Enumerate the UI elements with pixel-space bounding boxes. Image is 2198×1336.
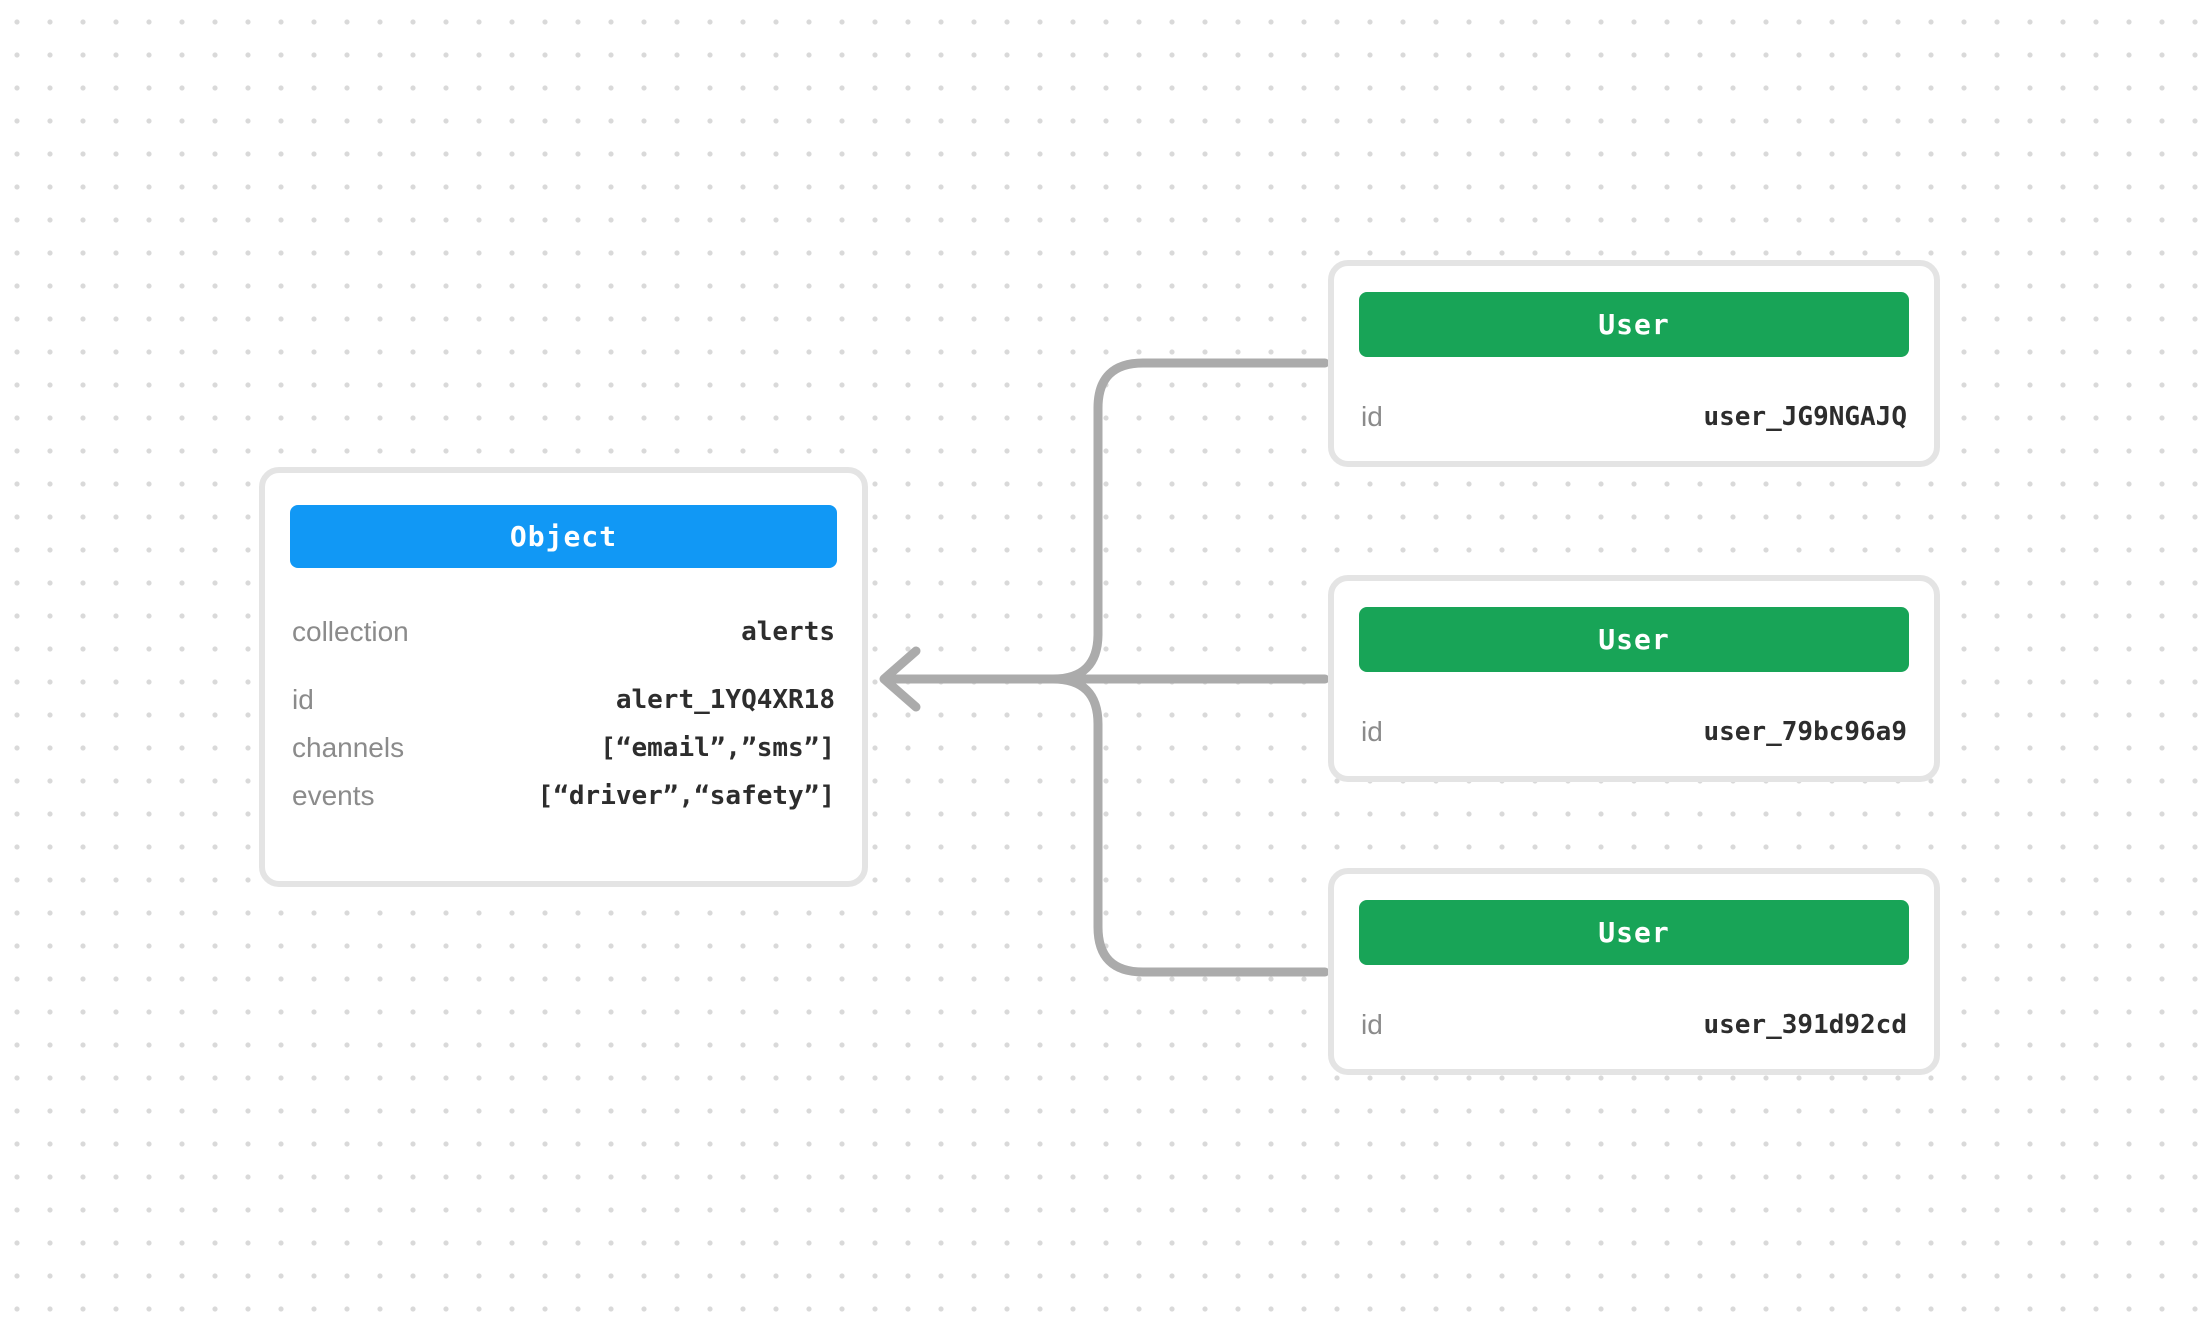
field-row-events: events [“driver”,“safety”] <box>292 779 835 813</box>
user-card-header: User <box>1359 607 1909 672</box>
user-card-2[interactable]: User id user_79bc96a9 <box>1328 575 1940 782</box>
user-card-header: User <box>1359 292 1909 357</box>
connector-top-branch <box>1048 358 1330 684</box>
user-card-title: User <box>1598 308 1670 341</box>
field-value: user_79bc96a9 <box>1703 717 1908 747</box>
object-card-header: Object <box>290 505 837 568</box>
field-label: channels <box>292 732 405 763</box>
field-label: id <box>1361 401 1383 432</box>
field-value: [“driver”,“safety”] <box>537 781 835 811</box>
user-card-title: User <box>1598 916 1670 949</box>
field-value: [“email”,”sms”] <box>600 733 835 763</box>
user-card-1[interactable]: User id user_JG9NGAJQ <box>1328 260 1940 467</box>
field-row-id: id user_391d92cd <box>1361 1008 1907 1042</box>
object-card-title: Object <box>509 520 618 553</box>
field-value: alerts <box>741 617 835 647</box>
user-card-title: User <box>1598 623 1670 656</box>
field-row-channels: channels [“email”,”sms”] <box>292 731 835 765</box>
field-row-id: id alert_1YQ4XR18 <box>292 683 835 717</box>
field-label: id <box>1361 1009 1383 1040</box>
field-row-id: id user_JG9NGAJQ <box>1361 400 1907 434</box>
arrowhead-icon <box>879 646 921 712</box>
field-label: collection <box>292 616 409 647</box>
field-row-id: id user_79bc96a9 <box>1361 715 1907 749</box>
field-value: user_JG9NGAJQ <box>1703 402 1908 432</box>
user-card-3[interactable]: User id user_391d92cd <box>1328 868 1940 1075</box>
object-card[interactable]: Object collection alerts id alert_1YQ4XR… <box>259 467 868 887</box>
field-label: id <box>1361 716 1383 747</box>
field-label: id <box>292 684 314 715</box>
user-card-header: User <box>1359 900 1909 965</box>
field-value: alert_1YQ4XR18 <box>615 685 835 715</box>
connector-bottom-branch <box>1048 674 1330 977</box>
field-value: user_391d92cd <box>1703 1010 1908 1040</box>
field-label: events <box>292 780 375 811</box>
field-row-collection: collection alerts <box>292 615 835 649</box>
